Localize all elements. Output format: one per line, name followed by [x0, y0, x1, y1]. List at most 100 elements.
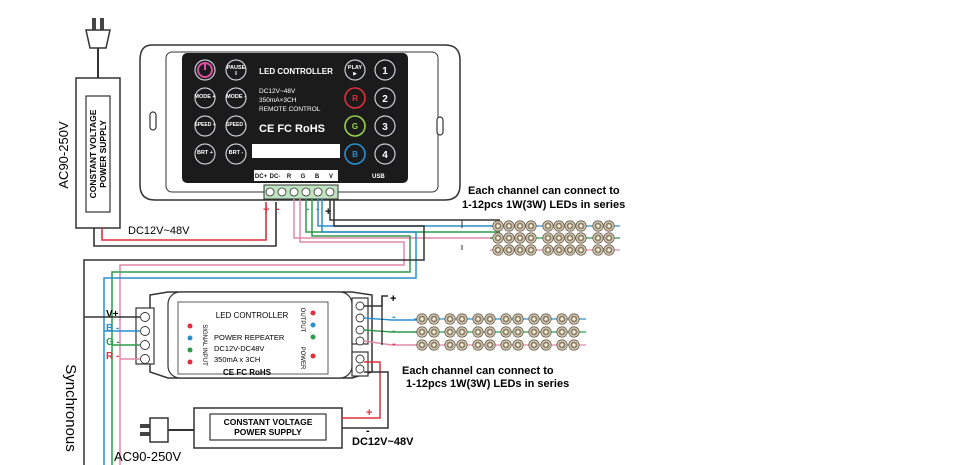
repeater-output: OUTPUT — [299, 308, 305, 333]
play-button[interactable]: PLAY ▶ — [344, 59, 366, 81]
led-icon — [525, 244, 537, 256]
blue-button[interactable]: B — [344, 143, 366, 165]
svg-text:-: - — [392, 325, 396, 337]
controller-spec-3: REMOTE CONTROL — [259, 106, 321, 113]
scene-4-button[interactable]: 4 — [374, 143, 396, 165]
speed-plus-button[interactable]: SPEED + — [194, 115, 216, 137]
bottom-supply-plus: + — [366, 407, 372, 419]
repeater-line-2: DC12V-DC48V — [214, 344, 264, 353]
top-supply-label-1: CONSTANT VOLTAGE — [88, 109, 98, 198]
led-icon — [525, 232, 537, 244]
top-note-line-2: 1-12pcs 1W(3W) LEDs in series — [462, 199, 625, 211]
svg-text:DC-: DC- — [270, 174, 281, 180]
controller-polarity-minus: - — [276, 203, 280, 215]
repeater-power: POWER — [299, 347, 305, 370]
bottom-supply-minus: - — [366, 425, 370, 437]
svg-text:MODE -: MODE - — [226, 94, 246, 100]
top-dc-output-label: DC12V~48V — [128, 225, 190, 237]
svg-text:SPEED +: SPEED + — [194, 122, 215, 128]
led-icon — [512, 313, 524, 325]
led-icon — [540, 326, 552, 338]
svg-text:MODE +: MODE + — [194, 94, 215, 100]
svg-text:G: G — [301, 174, 306, 180]
svg-text:B: B — [315, 174, 320, 180]
led-icon — [503, 220, 515, 232]
led-icon — [484, 313, 496, 325]
led-icon — [592, 244, 604, 256]
led-icon — [553, 220, 565, 232]
led-icon — [484, 326, 496, 338]
scene-2-button[interactable]: 2 — [374, 87, 396, 109]
led-icon — [416, 313, 428, 325]
bottom-ac-input-label: AC90-250V — [114, 449, 182, 464]
mode-minus-button[interactable]: MODE - — [225, 87, 247, 109]
mount-hole-right — [436, 116, 444, 136]
led-icon — [568, 339, 580, 351]
led-icon — [428, 313, 440, 325]
controller-spec-2: 350mA×3CH — [259, 97, 297, 104]
top-note-line-1: Each channel can connect to — [468, 185, 620, 197]
led-icon — [592, 220, 604, 232]
led-icon — [456, 326, 468, 338]
led-icon — [492, 232, 504, 244]
led-icon — [540, 313, 552, 325]
red-button[interactable]: R — [344, 87, 366, 109]
bottom-supply-label-2: POWER SUPPLY — [234, 427, 302, 437]
output-plus-label: + — [325, 206, 331, 218]
repeater-certs: CE FC RoHS — [223, 368, 272, 377]
pause-button[interactable]: PAUSE II — [225, 59, 247, 81]
led-icon — [472, 339, 484, 351]
led-icon — [472, 313, 484, 325]
led-icon — [528, 313, 540, 325]
repeater-input-r: R - — [106, 351, 119, 362]
scene-3-button[interactable]: 3 — [374, 115, 396, 137]
led-icon — [592, 232, 604, 244]
scene-1-button[interactable]: 1 — [374, 59, 396, 81]
led-icon — [416, 339, 428, 351]
led-icon — [456, 313, 468, 325]
svg-text:B: B — [352, 150, 358, 159]
repeater-line-1: POWER REPEATER — [214, 333, 285, 342]
led-icon — [444, 339, 456, 351]
led-icon — [514, 232, 526, 244]
bottom-note-line-1: Each channel can connect to — [402, 365, 554, 377]
led-icon — [514, 220, 526, 232]
led-icon — [542, 244, 554, 256]
led-icon — [484, 339, 496, 351]
power-button[interactable] — [194, 59, 216, 81]
led-icon — [492, 244, 504, 256]
led-icon — [556, 313, 568, 325]
plug-icon — [85, 18, 111, 78]
controller-spec-1: DC12V~48V — [259, 88, 296, 95]
svg-text:DC+: DC+ — [255, 174, 268, 180]
svg-text:R: R — [352, 94, 358, 103]
controller-output-wires — [83, 199, 500, 465]
brt-plus-button[interactable]: BRT + — [194, 143, 216, 165]
bottom-supply-wires — [342, 361, 389, 429]
green-button[interactable]: G — [344, 115, 366, 137]
led-icon — [575, 244, 587, 256]
terminal-label-strip: DC+ DC- R G B V — [254, 170, 338, 181]
led-icon — [556, 339, 568, 351]
led-icon — [444, 313, 456, 325]
svg-text:BRT -: BRT - — [229, 150, 244, 156]
led-icon — [553, 244, 565, 256]
brt-minus-button[interactable]: BRT - — [225, 143, 247, 165]
led-icon — [564, 220, 576, 232]
led-icon — [428, 339, 440, 351]
led-icon — [575, 220, 587, 232]
led-icon — [512, 326, 524, 338]
led-icon — [428, 326, 440, 338]
led-icon — [444, 326, 456, 338]
led-icon — [512, 339, 524, 351]
speed-minus-button[interactable]: SPEED - — [225, 115, 247, 137]
led-icon — [568, 313, 580, 325]
plug-icon — [140, 417, 194, 443]
repeater-input-g: G - — [106, 337, 120, 348]
pause-icon: II — [235, 71, 238, 77]
svg-text:V: V — [329, 174, 333, 180]
led-icon — [503, 244, 515, 256]
mode-plus-button[interactable]: MODE + — [194, 87, 216, 109]
controller-title: LED CONTROLLER — [259, 67, 333, 76]
